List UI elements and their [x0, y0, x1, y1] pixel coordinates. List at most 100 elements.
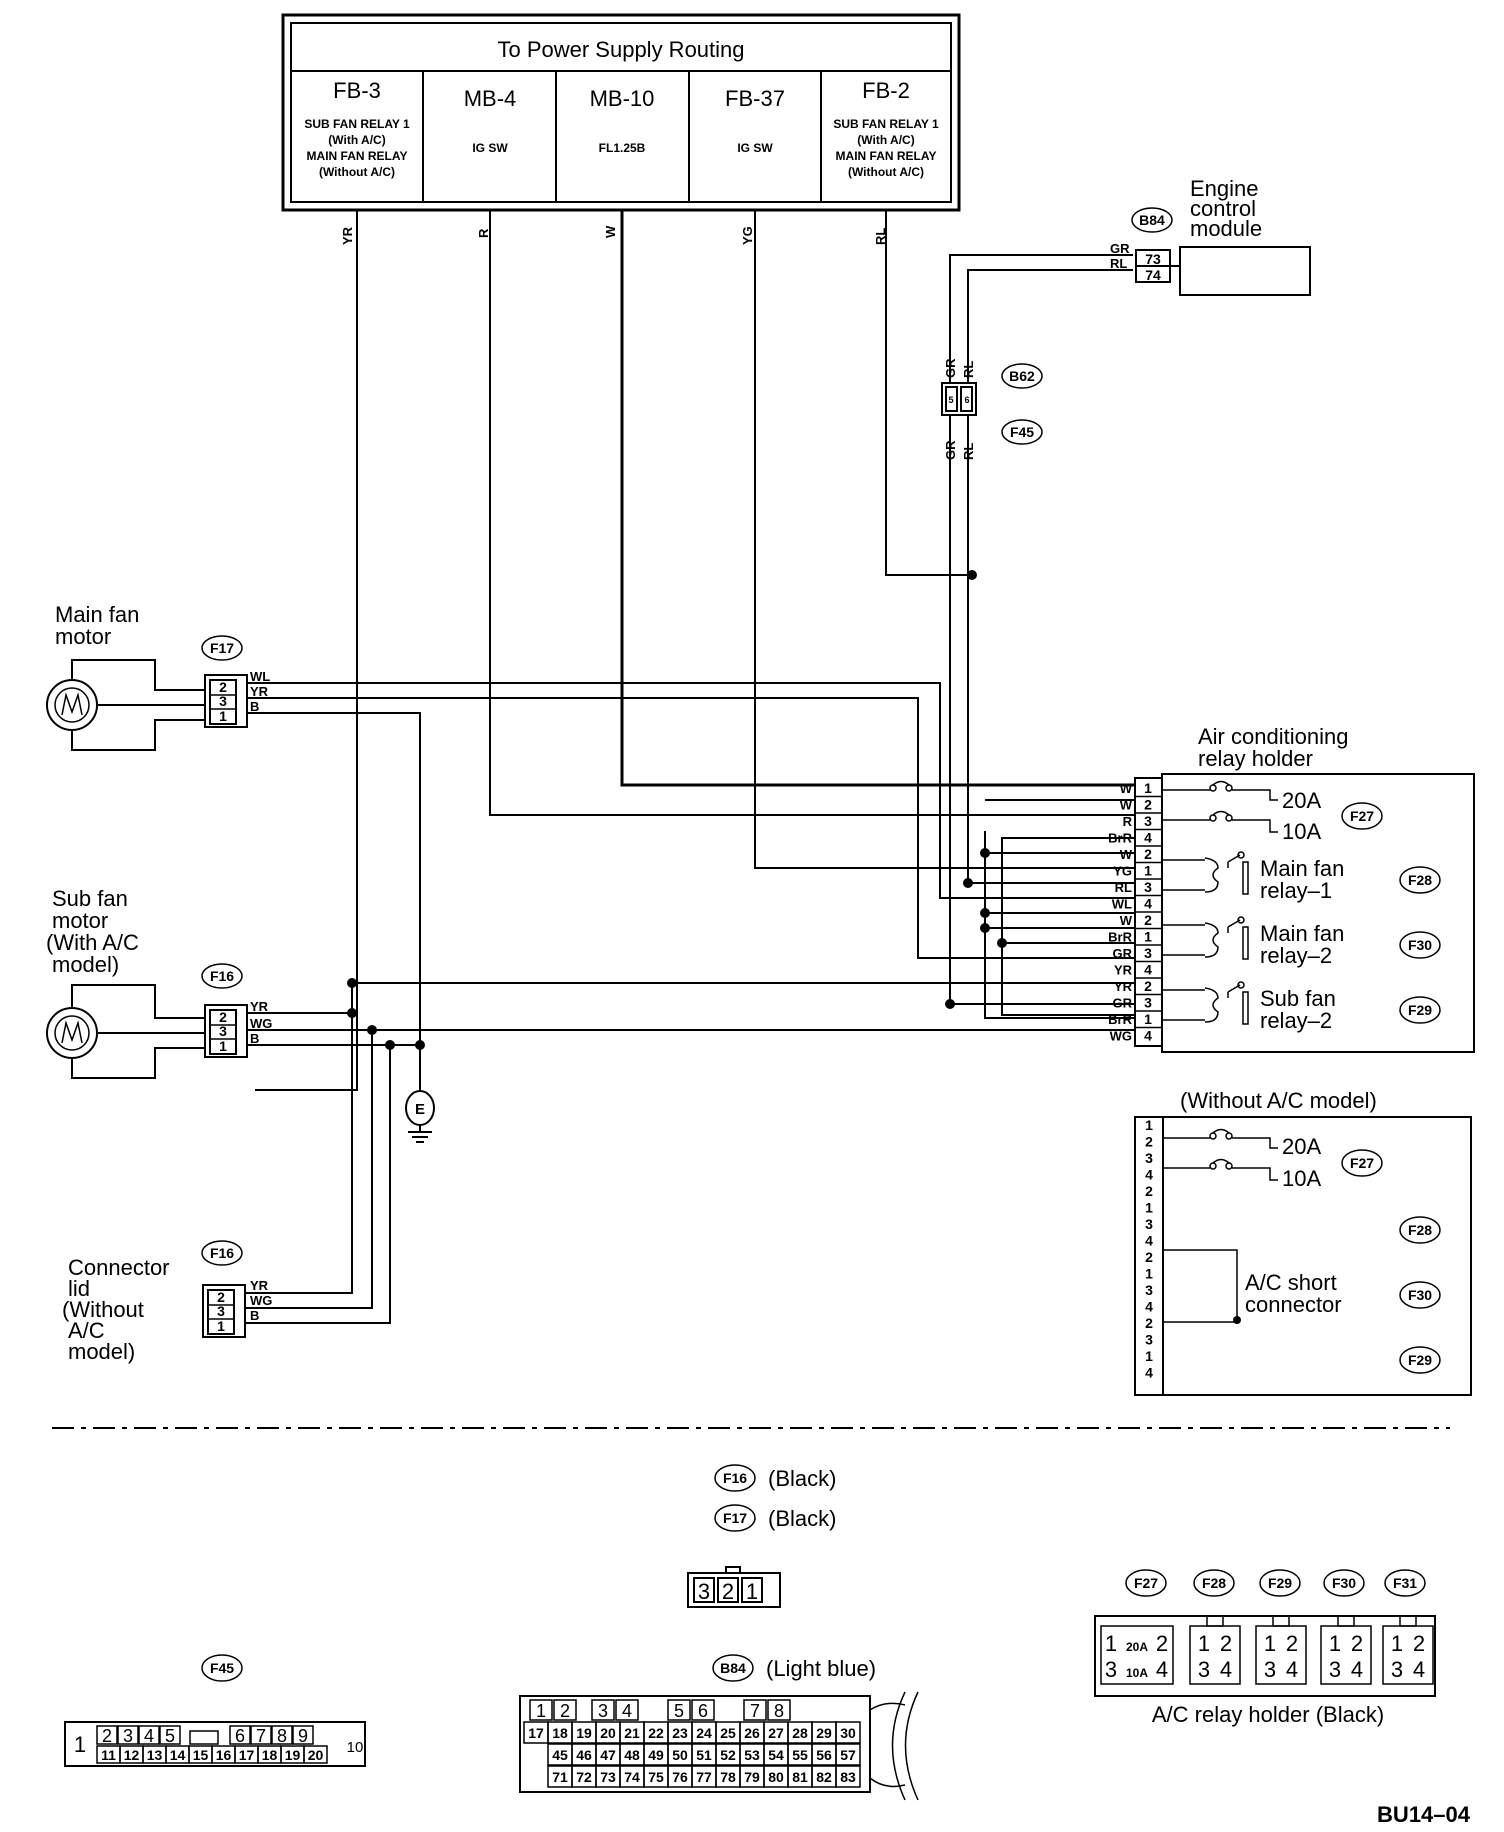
pin: 4 — [1351, 1657, 1363, 1682]
pin: 3 — [219, 1023, 227, 1039]
pin: 73 — [600, 1769, 616, 1785]
pin: 16 — [216, 1747, 232, 1763]
pin: 4 — [622, 1701, 632, 1721]
pin: 17 — [528, 1725, 544, 1741]
pin-cell — [553, 1699, 577, 1721]
connector-lid-label: A/C — [68, 1318, 105, 1343]
holder-pin: 4 — [1145, 1299, 1153, 1315]
wire-color: YR — [340, 226, 355, 245]
relay-name: Sub fan — [1260, 986, 1336, 1011]
pin: 1 — [746, 1579, 758, 1604]
pin-cell — [229, 1725, 251, 1745]
pin-cell — [835, 1721, 861, 1744]
sub-fan-label: motor — [52, 908, 108, 933]
wire-color: YR — [1114, 979, 1133, 994]
pin: 46 — [576, 1747, 592, 1763]
holder-pin: 2 — [1144, 978, 1152, 994]
wire-color: B — [250, 1031, 259, 1046]
key-slot — [189, 1730, 219, 1745]
pin-cell — [138, 1725, 160, 1745]
pin-cell — [292, 1725, 314, 1745]
pin-cell — [835, 1743, 861, 1766]
holder-pin: 4 — [1144, 1028, 1152, 1044]
relay-name: Main fan — [1260, 856, 1344, 881]
ps-col-line: IG SW — [737, 141, 773, 155]
connector-code: F30 — [1332, 1575, 1356, 1591]
connector-code: F17 — [210, 640, 234, 656]
pin: 2 — [1351, 1631, 1363, 1656]
holder-pin: 2 — [1144, 912, 1152, 928]
pin-cell — [117, 1725, 139, 1745]
pin: 1 — [1391, 1631, 1403, 1656]
pin-cell — [96, 1725, 118, 1745]
wire-color: GR — [943, 440, 958, 460]
wire-color: RL — [961, 361, 976, 378]
pin-cell — [743, 1699, 767, 1721]
pin: 49 — [648, 1747, 664, 1763]
pin: 18 — [552, 1725, 568, 1741]
ps-col-id: FB-3 — [333, 78, 381, 103]
pin: 19 — [285, 1747, 301, 1763]
pin: 78 — [720, 1769, 736, 1785]
wire-color: WL — [1112, 897, 1132, 912]
pin: 2 — [560, 1701, 570, 1721]
pin: 57 — [840, 1747, 856, 1763]
holder-pin: 2 — [1145, 1249, 1153, 1265]
pin: 4 — [1413, 1657, 1425, 1682]
fuse-cell — [1100, 1625, 1174, 1685]
wire-color: GR — [1113, 946, 1133, 961]
connector-lid-label: model) — [68, 1339, 135, 1364]
pin: 1 — [74, 1732, 86, 1757]
ac-holder-label: relay holder — [1198, 746, 1313, 771]
pin: 45 — [552, 1747, 568, 1763]
pin: 2 — [1156, 1631, 1168, 1656]
code-ring — [1384, 1569, 1426, 1597]
ps-col-id: FB-2 — [862, 78, 910, 103]
pin-cell — [591, 1699, 615, 1721]
pin: 25 — [720, 1725, 736, 1741]
pin: 4 — [1156, 1657, 1168, 1682]
pin: 1 — [1105, 1631, 1117, 1656]
pin: 2 — [1413, 1631, 1425, 1656]
pin: 7 — [750, 1701, 760, 1721]
pin: 2 — [219, 679, 227, 695]
ps-col-line: IG SW — [472, 141, 508, 155]
connector-lid-label: (Without — [62, 1297, 144, 1322]
pin: 1 — [219, 708, 227, 724]
pin-cell — [691, 1699, 715, 1721]
holder-pin: 4 — [1144, 962, 1152, 978]
pin: 75 — [648, 1769, 664, 1785]
pin: 5 — [165, 1726, 175, 1746]
holder-pin: 1 — [1144, 1011, 1152, 1027]
holder-pin: 2 — [1145, 1183, 1153, 1199]
pin: 81 — [792, 1769, 808, 1785]
relay-holder-label: A/C relay holder (Black) — [1152, 1702, 1384, 1727]
wire-color: RL — [961, 443, 976, 460]
sub-fan-label: Sub fan — [52, 886, 128, 911]
pin: 30 — [840, 1725, 856, 1741]
holder-pin: 1 — [1145, 1266, 1153, 1282]
pin-cell — [667, 1699, 691, 1721]
legend-f16-f17: F16 (Black) F17 (Black) 3 2 1 — [687, 1464, 836, 1608]
wire-color: R — [476, 228, 491, 238]
connector-code: F27 — [1134, 1575, 1158, 1591]
pin-cell — [303, 1745, 328, 1764]
supply-wire-labels: YR R W YG RL — [340, 225, 888, 245]
pin: 20 — [308, 1747, 324, 1763]
code-ring — [1125, 1569, 1167, 1597]
b62-f45-connector: 5 6 GR RL GR RL B62 F45 — [941, 358, 1043, 460]
pin: 26 — [744, 1725, 760, 1741]
holder-pin: 1 — [1144, 929, 1152, 945]
connector-code: F29 — [1408, 1352, 1432, 1368]
short-connector-label: A/C short — [1245, 1270, 1337, 1295]
ps-col-line: (With A/C) — [857, 133, 914, 147]
pin: 1 — [1198, 1631, 1210, 1656]
pin: 5 — [674, 1701, 684, 1721]
wire-color: B — [250, 699, 259, 714]
pin: 55 — [792, 1747, 808, 1763]
fuse-rating: 10A — [1282, 1166, 1321, 1191]
pin: 82 — [816, 1769, 832, 1785]
pin-cell — [159, 1725, 181, 1745]
pin: 17 — [239, 1747, 255, 1763]
